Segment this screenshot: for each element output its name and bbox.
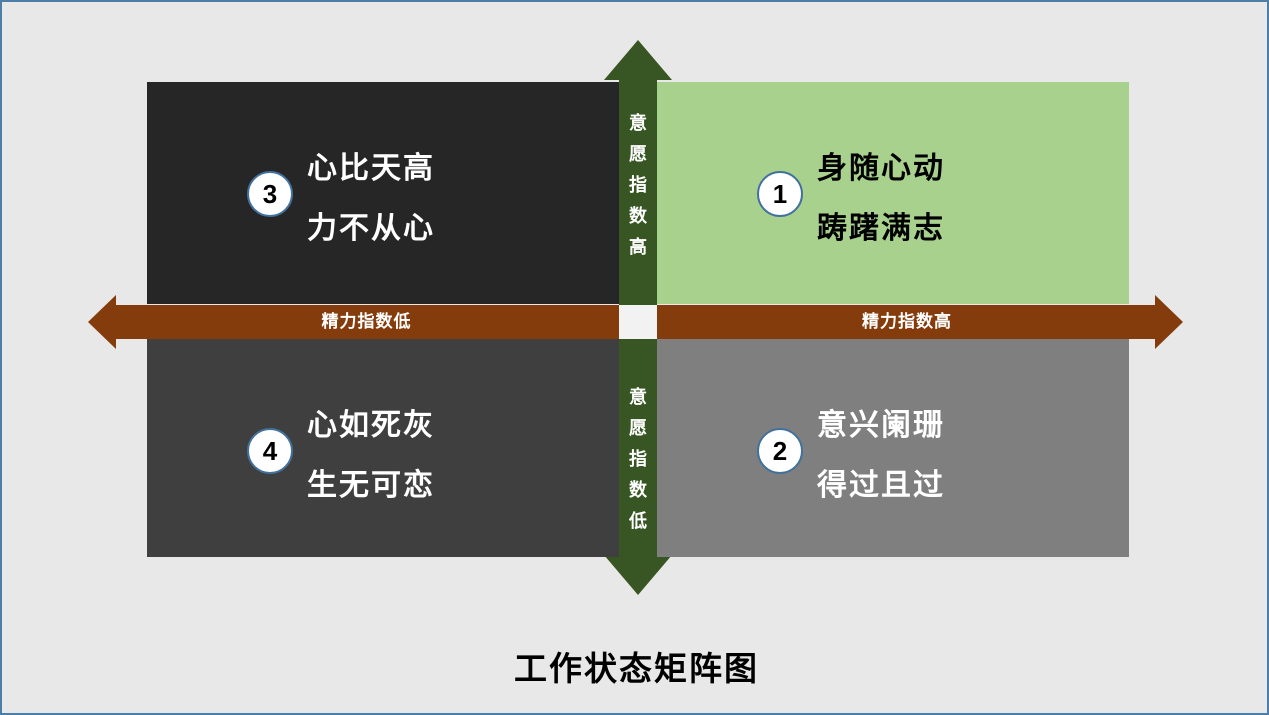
axis-intersection-gap [619, 305, 657, 339]
vertical-axis-top-label: 意愿指数高 [629, 113, 647, 257]
diagram-title: 工作状态矩阵图 [514, 650, 759, 687]
arrow-head-down-icon [604, 555, 672, 595]
quadrant-2-line2: 得过且过 [817, 469, 945, 502]
horizontal-axis-right-label: 精力指数高 [862, 312, 952, 331]
quadrant-3-line1: 心比天高 [307, 152, 435, 185]
vertical-axis-bottom-label: 意愿指数低 [629, 387, 647, 531]
quadrant-3-line2: 力不从心 [307, 212, 435, 245]
arrow-head-up-icon [604, 40, 672, 80]
quadrant-4-number-badge: 4 [247, 428, 293, 474]
quadrant-2-bottom-right: 2 意兴阑珊 得过且过 [657, 339, 1129, 557]
quadrant-1-top-right: 1 身随心动 踌躇满志 [657, 82, 1129, 304]
quadrant-4-text: 心如死灰 生无可恋 [307, 396, 435, 516]
quadrant-4-bottom-left: 4 心如死灰 生无可恋 [147, 339, 619, 557]
quadrant-4-line1: 心如死灰 [307, 409, 435, 442]
quadrant-1-line2: 踌躇满志 [817, 212, 945, 245]
quadrant-1-line1: 身随心动 [817, 152, 945, 185]
quadrant-2-line1: 意兴阑珊 [817, 409, 945, 442]
quadrant-3-number-badge: 3 [247, 171, 293, 217]
quadrant-3-top-left: 3 心比天高 力不从心 [147, 82, 619, 304]
quadrant-1-number-badge: 1 [757, 171, 803, 217]
quadrant-4-line2: 生无可恋 [307, 469, 435, 502]
quadrant-2-number-badge: 2 [757, 428, 803, 474]
quadrant-2-text: 意兴阑珊 得过且过 [817, 396, 945, 516]
quadrant-1-text: 身随心动 踌躇满志 [817, 139, 945, 259]
arrow-head-left-icon [88, 295, 116, 349]
horizontal-axis-left-label: 精力指数低 [321, 312, 412, 331]
quadrant-3-text: 心比天高 力不从心 [307, 139, 435, 259]
arrow-head-right-icon [1155, 295, 1183, 349]
